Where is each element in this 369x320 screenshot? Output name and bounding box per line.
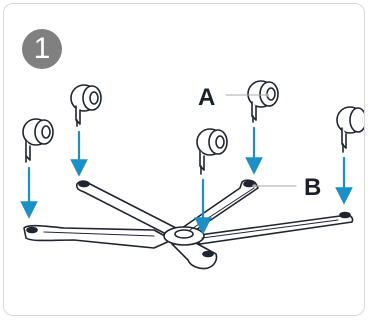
base-socket — [243, 180, 255, 188]
base-socket — [26, 226, 38, 234]
base-hub-hole — [174, 229, 194, 239]
base-ridge — [189, 187, 255, 231]
base-arm-back-right — [181, 179, 259, 235]
step-number-badge: 1 — [22, 29, 62, 69]
callout-b-dot — [252, 184, 256, 188]
base-socket — [78, 180, 90, 188]
caster-wheel-icon — [22, 118, 54, 163]
base-socket — [339, 211, 351, 219]
caster-wheel-icon — [196, 128, 228, 175]
callout-label-b: B — [304, 174, 322, 201]
assembly-illustration — [20, 80, 364, 270]
caster-wheel-icon — [70, 84, 102, 127]
base-arm-front — [171, 241, 218, 270]
instruction-step-panel: 1 — [3, 3, 365, 316]
caster-wheel-icon — [336, 106, 364, 153]
base-ridge — [201, 219, 339, 239]
callout-a-dot — [265, 93, 269, 97]
base-arm-left — [23, 224, 173, 249]
base-arm-back-left — [75, 180, 177, 237]
callout-label-a: A — [198, 84, 216, 111]
base-socket — [202, 250, 214, 258]
base-ridge — [43, 231, 155, 237]
caster-wheel-icon — [247, 80, 279, 123]
